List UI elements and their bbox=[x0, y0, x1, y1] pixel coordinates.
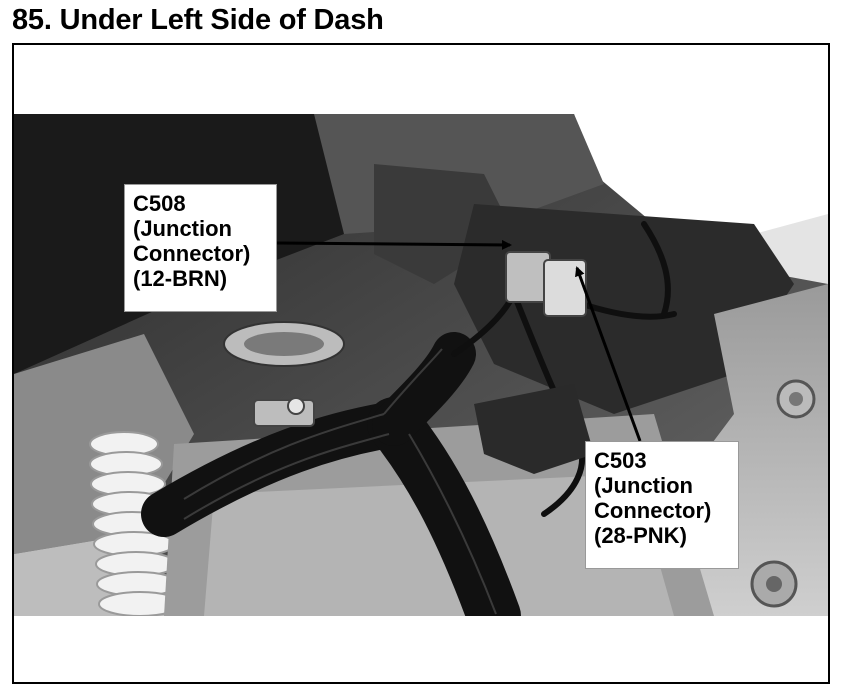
callout-line: Connector) bbox=[133, 241, 251, 266]
callout-line: (12-BRN) bbox=[133, 266, 228, 291]
callout-line: C508 bbox=[133, 191, 186, 216]
callout-c503: C503 (Junction Connector) (28-PNK) bbox=[585, 441, 739, 569]
callout-line: (Junction bbox=[594, 473, 693, 498]
callout-line: Connector) bbox=[594, 498, 712, 523]
callout-line: C503 bbox=[594, 448, 647, 473]
callout-line: (Junction bbox=[133, 216, 232, 241]
callout-c508: C508 (Junction Connector) (12-BRN) bbox=[124, 184, 277, 312]
callout-line: (28-PNK) bbox=[594, 523, 687, 548]
page-title: 85. Under Left Side of Dash bbox=[12, 4, 384, 36]
